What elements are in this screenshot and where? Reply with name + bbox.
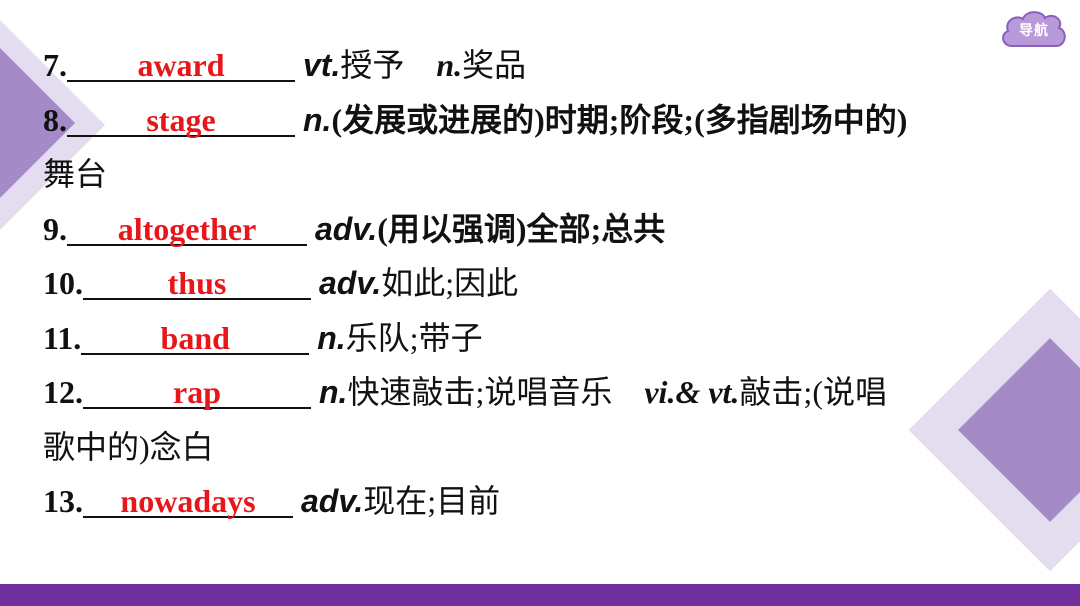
item-number: 12. [43,374,83,410]
answer-word: altogether [117,210,257,247]
part-of-speech-secondary: vi.& vt. [644,374,740,410]
decor-triangle-left-dark [0,48,75,198]
part-of-speech: adv. [301,483,364,519]
meaning: 授予 [340,47,405,83]
cloud-icon [1002,11,1066,47]
answer-blank: rap [83,374,311,410]
vocabulary-list: 7.award vt.授予 n.奖品 8.stage n.(发展或进展的)时期;… [43,38,1043,529]
answer-word: thus [167,265,227,301]
list-item: 9. altogether adv.(用以强调)全部;总共 [43,202,1043,257]
part-of-speech: n. [317,319,346,356]
part-of-speech: adv. [319,265,382,301]
answer-blank: award [67,47,295,83]
meaning: 乐队;带子 [345,319,483,356]
answer-word: nowadays [120,483,256,519]
part-of-speech: vt. [303,47,341,83]
answer-blank: band [81,319,310,356]
list-item: 8. stage n.(发展或进展的)时期;阶段;(多指剧场中的) [43,93,1043,148]
item-number: 11. [43,319,82,356]
part-of-speech-secondary: n. [436,47,463,83]
answer-blank: altogether [67,210,307,247]
meaning: (发展或进展的)时期;阶段;(多指剧场中的) [331,101,908,138]
item-number: 7. [43,47,67,83]
answer-blank: stage [67,101,295,138]
part-of-speech: n. [303,101,332,138]
part-of-speech: adv. [315,210,378,247]
answer-blank: nowadays [83,483,293,519]
meaning-secondary: 奖品 [462,47,527,83]
meaning-secondary: 敲击;(说唱 [739,374,887,410]
meaning-continuation: 舞台 [43,156,108,192]
list-item: 10. thus adv.如此;因此 [43,256,1043,311]
answer-word: rap [173,374,221,410]
meaning: 如此;因此 [381,265,519,301]
meaning: (用以强调)全部;总共 [377,210,666,247]
part-of-speech: n. [319,374,348,410]
item-number: 8. [43,101,67,138]
answer-word: band [160,319,230,356]
item-number: 13. [43,483,83,519]
answer-word: award [137,47,225,83]
meaning-continuation: 歌中的)念白 [43,428,214,465]
item-number: 10. [43,265,83,301]
meaning: 快速敲击;说唱音乐 [347,374,613,410]
answer-blank: thus [83,265,311,301]
meaning: 现在;目前 [363,483,501,519]
answer-word: stage [146,101,216,138]
list-item: 11. band n.乐队;带子 [43,311,1043,366]
list-item: 13. nowadays adv.现在;目前 [43,474,1043,529]
list-item: 12. rap n.快速敲击;说唱音乐 vi.& vt.敲击;(说唱 [43,365,1043,420]
nav-label: 导航 [1019,23,1049,39]
list-item: 7. award vt.授予 n.奖品 [43,38,1043,93]
nav-button[interactable]: 导航 [998,6,1070,54]
item-number: 9. [43,210,67,247]
bottom-accent-bar [0,584,1080,606]
